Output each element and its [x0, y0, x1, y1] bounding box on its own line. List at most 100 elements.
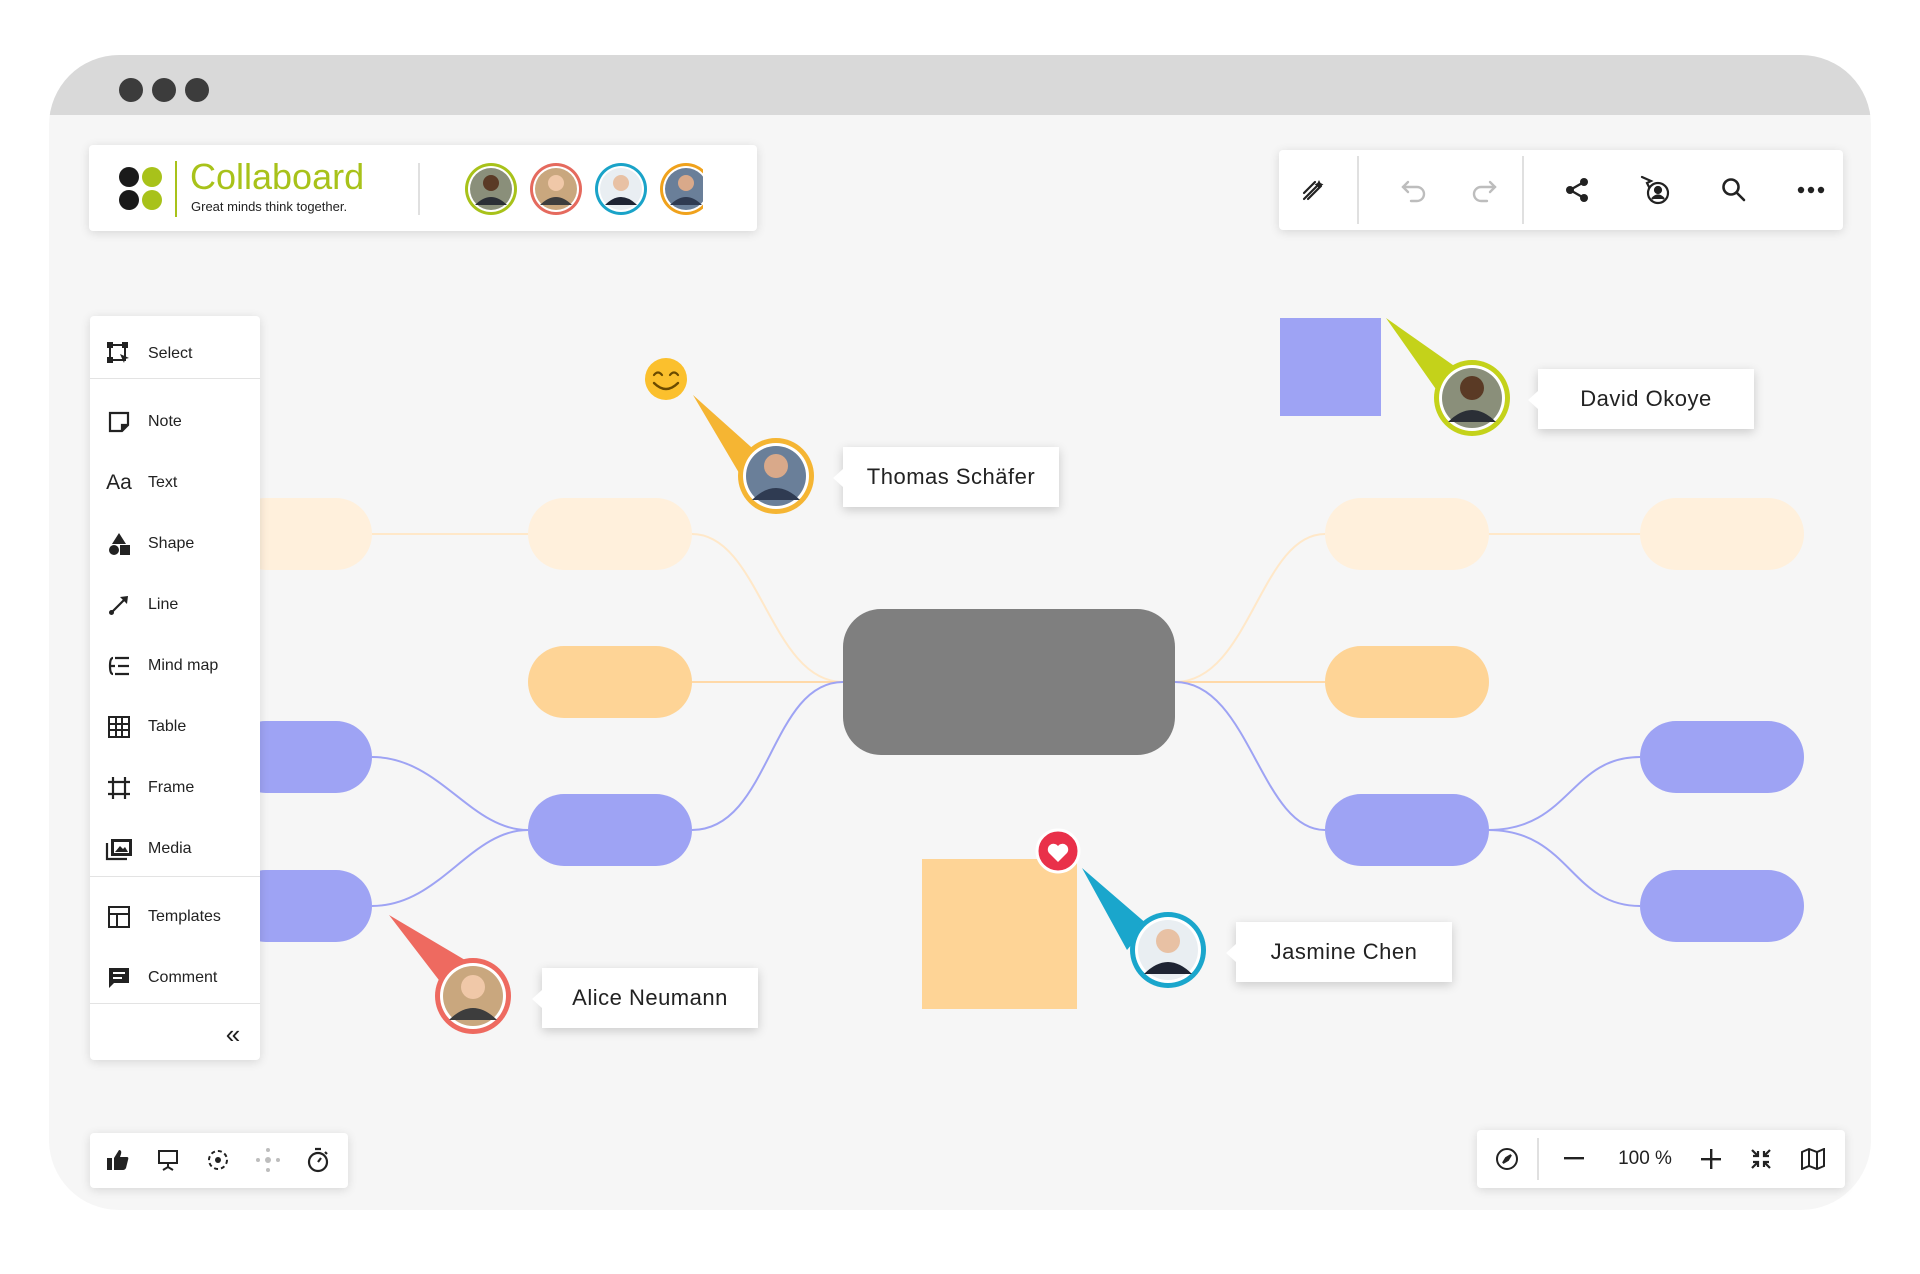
redo-icon[interactable]: [1454, 150, 1514, 230]
mindmap-node[interactable]: [1640, 721, 1804, 793]
tool-text[interactable]: Aa Text: [90, 459, 260, 507]
tool-label: Note: [148, 413, 182, 430]
presentation-icon[interactable]: [144, 1133, 192, 1187]
tool-note[interactable]: Note: [90, 398, 260, 446]
tool-templates[interactable]: Templates: [90, 893, 260, 941]
tool-media[interactable]: Media: [90, 825, 260, 873]
tool-label: Frame: [148, 779, 195, 796]
connector: [691, 533, 844, 683]
tool-label: Text: [148, 474, 178, 491]
note-icon: [90, 411, 148, 433]
text-glyph: Aa: [106, 471, 132, 494]
frame-icon: [90, 776, 148, 800]
thumbs-up-icon[interactable]: [94, 1133, 142, 1187]
connector: [1487, 756, 1641, 831]
tool-frame[interactable]: Frame: [90, 764, 260, 812]
mindmap-node[interactable]: [528, 794, 692, 866]
toolbar-separator: [90, 1003, 260, 1004]
participant-avatar[interactable]: [530, 163, 582, 215]
toolbar-divider: [1357, 156, 1359, 224]
collaborator-name: Jasmine Chen: [1270, 939, 1418, 964]
collaborator-name: David Okoye: [1580, 386, 1712, 411]
tool-label: Shape: [148, 535, 195, 552]
search-icon[interactable]: [1704, 150, 1764, 230]
mindmap-node[interactable]: [230, 498, 372, 570]
toolbar-divider: [1537, 1138, 1539, 1180]
line-icon: [90, 594, 148, 616]
fit-screen-icon[interactable]: [1737, 1132, 1785, 1186]
avatar-david: [1434, 360, 1510, 436]
mind-map-icon: [90, 655, 148, 677]
zoom-level[interactable]: 100 %: [1618, 1148, 1672, 1169]
top-toolbar: [1279, 150, 1843, 230]
window-dot: [152, 78, 176, 102]
focus-icon[interactable]: [194, 1133, 242, 1187]
collapse-toolbar-icon[interactable]: «: [225, 1018, 241, 1049]
header-divider: [418, 163, 420, 215]
toolbar-separator: [90, 378, 260, 379]
comment-icon: [90, 967, 148, 989]
title-bar: [49, 55, 1871, 115]
tool-shape[interactable]: Shape: [90, 520, 260, 568]
square-shape[interactable]: [1280, 318, 1381, 416]
mindmap-center-node[interactable]: [843, 609, 1175, 755]
mindmap-node[interactable]: [230, 870, 372, 942]
tool-table[interactable]: Table: [90, 703, 260, 751]
undo-icon[interactable]: [1384, 150, 1444, 230]
connector: [1487, 829, 1641, 907]
tool-mind-map[interactable]: Mind map: [90, 642, 260, 690]
participant-avatar[interactable]: [465, 163, 517, 215]
collaborator-name: Alice Neumann: [572, 985, 728, 1010]
connector: [371, 829, 529, 907]
zoom-out-icon[interactable]: [1550, 1132, 1598, 1186]
collaborator-name-card: David Okoye: [1528, 369, 1754, 429]
collaboard-logo: [119, 167, 162, 210]
participant-avatar[interactable]: [595, 163, 647, 215]
mindmap-node[interactable]: [1325, 646, 1489, 718]
mindmap-node[interactable]: [1325, 794, 1489, 866]
timer-icon[interactable]: [294, 1133, 342, 1187]
pen-sparkle-icon[interactable]: [1283, 150, 1343, 230]
tool-select[interactable]: Select: [90, 330, 260, 378]
share-icon[interactable]: [1547, 150, 1607, 230]
participant-avatars[interactable]: [463, 161, 703, 217]
logo-divider: [175, 161, 177, 217]
mindmap-node[interactable]: [528, 646, 692, 718]
mindmap-node[interactable]: [230, 721, 372, 793]
mindmap-node[interactable]: [1325, 498, 1489, 570]
tool-label: Line: [148, 596, 179, 613]
app-window: [49, 55, 1871, 1210]
media-icon: [90, 837, 148, 861]
tool-comment[interactable]: Comment: [90, 954, 260, 1002]
more-icon[interactable]: [1781, 150, 1841, 230]
toolbar-separator: [90, 876, 260, 877]
mindmap-node[interactable]: [528, 498, 692, 570]
map-icon[interactable]: [1789, 1132, 1837, 1186]
smile-emoji-icon: [645, 358, 687, 400]
templates-icon: [90, 906, 148, 928]
bottom-left-toolbar: [90, 1133, 348, 1188]
compass-icon[interactable]: [1483, 1132, 1531, 1186]
brand-tagline: Great minds think together.: [191, 199, 348, 214]
heart-icon: [1035, 828, 1081, 874]
tool-line[interactable]: Line: [90, 581, 260, 629]
tool-label: Media: [148, 840, 192, 857]
text-icon: Aa: [90, 471, 148, 495]
header-panel: Collaboard Great minds think together.: [89, 145, 757, 231]
left-toolbar: Select Note Aa Text Shape Line: [90, 316, 260, 1060]
connector: [371, 756, 529, 831]
cursor-pointer-jasmine: [1082, 868, 1148, 950]
spread-icon[interactable]: [244, 1133, 292, 1187]
shape-icon: [90, 532, 148, 556]
tool-label: Comment: [148, 969, 218, 986]
collaborator-name: Thomas Schäfer: [866, 464, 1036, 489]
tool-label: Mind map: [148, 657, 219, 674]
sticky-note[interactable]: [922, 859, 1077, 1009]
participant-avatar[interactable]: [660, 163, 703, 215]
presenter-follow-icon[interactable]: [1625, 150, 1685, 230]
zoom-in-icon[interactable]: [1687, 1132, 1735, 1186]
mindmap-node[interactable]: [1640, 498, 1804, 570]
collaborator-name-card: Thomas Schäfer: [833, 447, 1059, 507]
mindmap-node[interactable]: [1640, 870, 1804, 942]
